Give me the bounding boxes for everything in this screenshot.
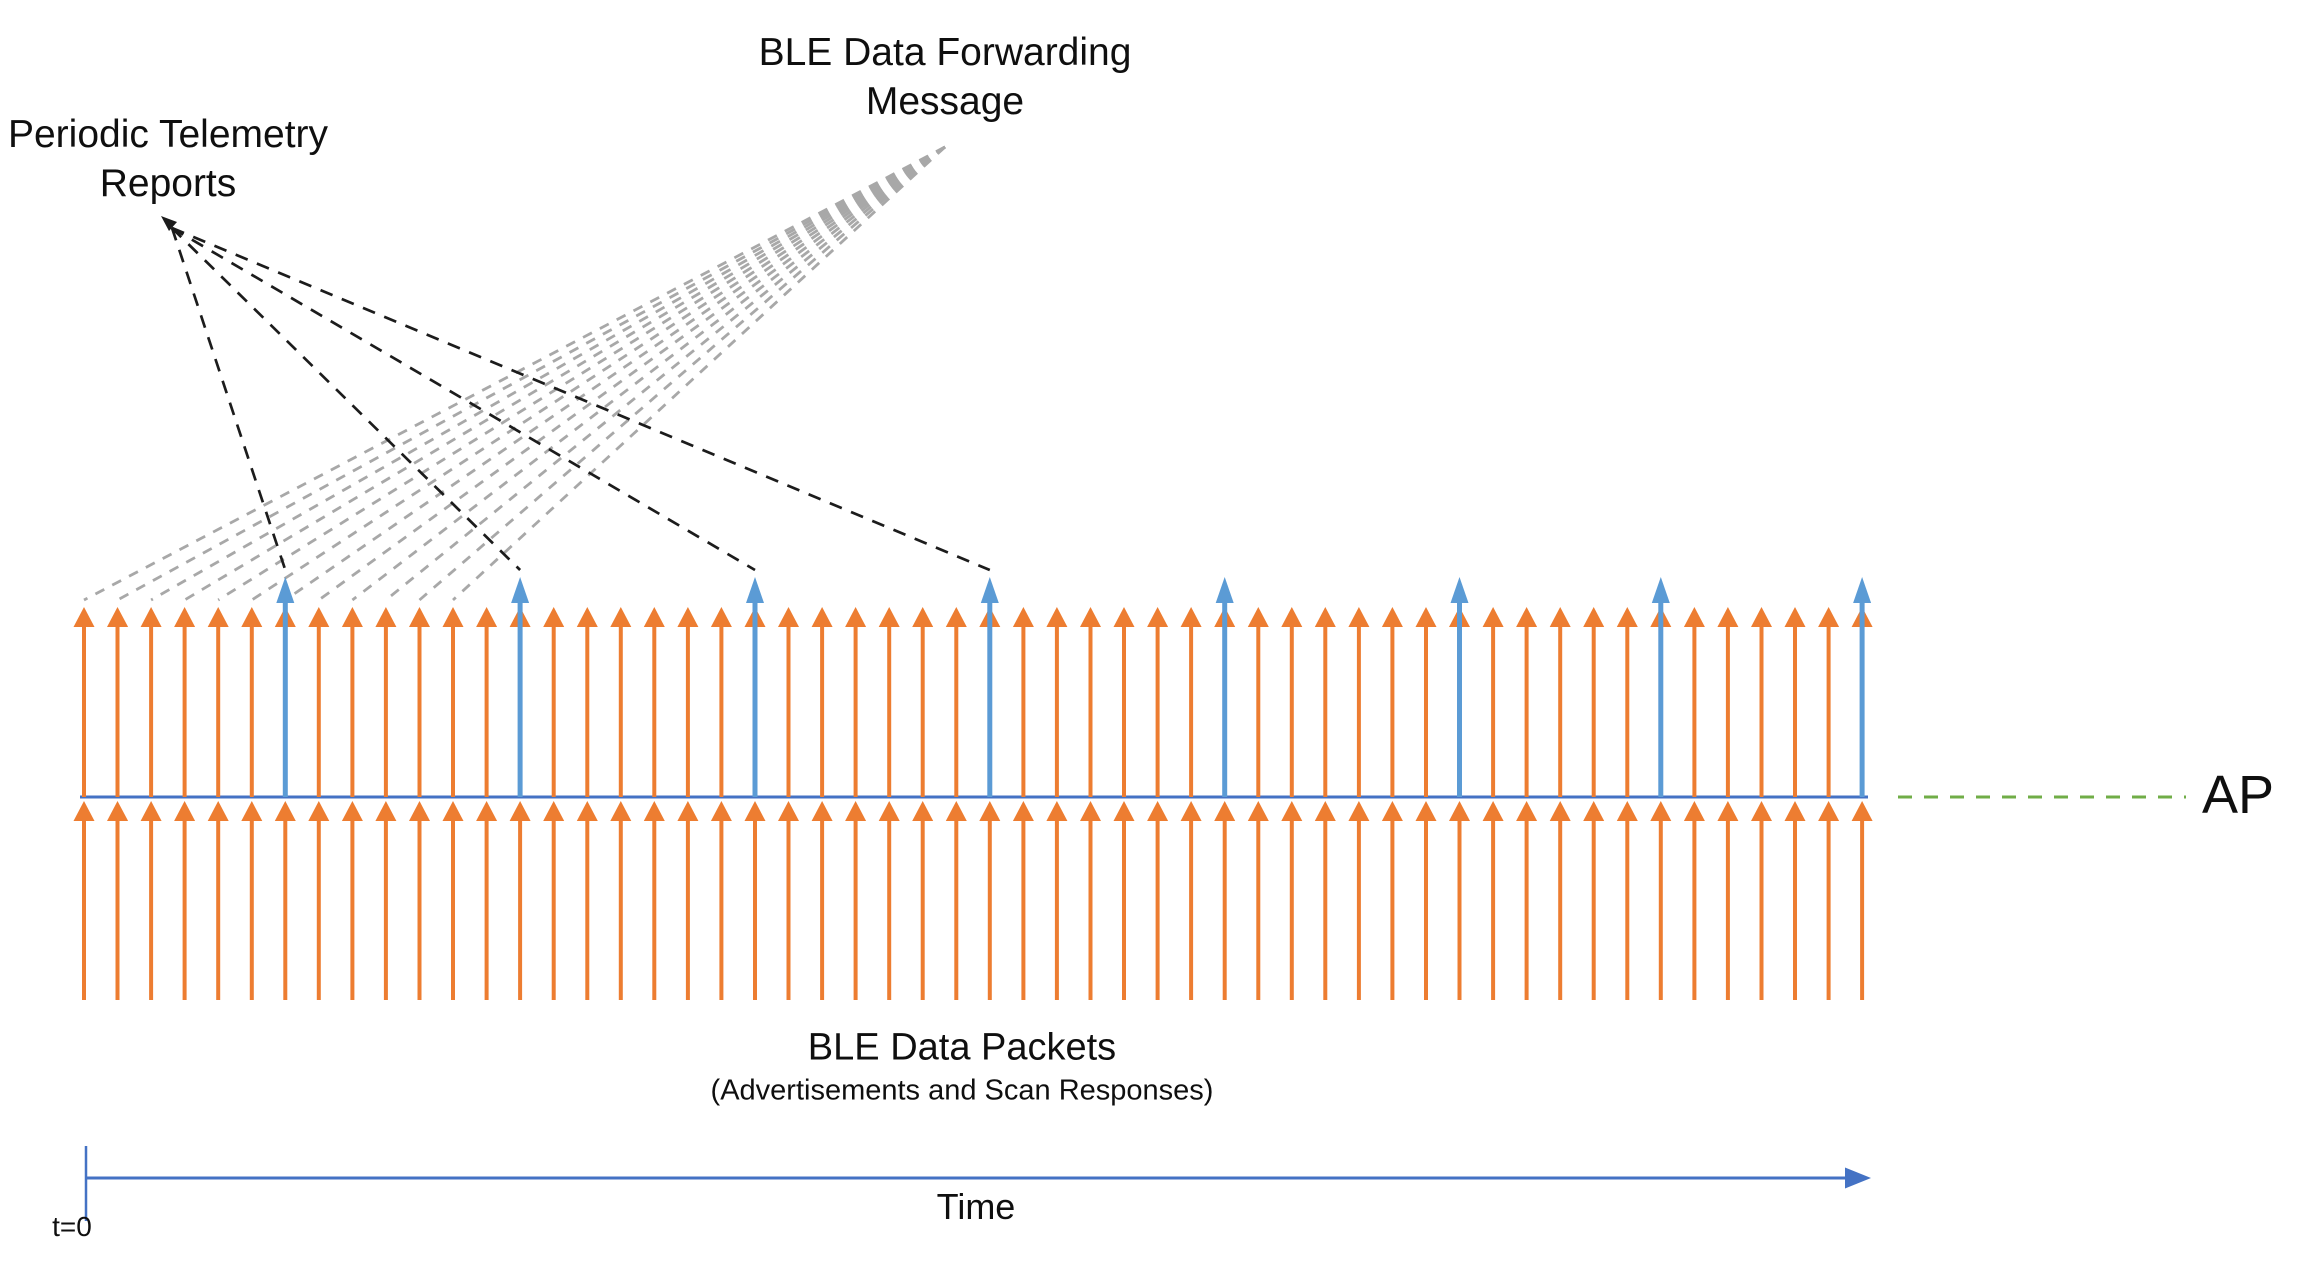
time-axis-label: Time: [936, 1186, 1016, 1227]
ble-data-packets-subtitle: (Advertisements and Scan Responses): [710, 1074, 1214, 1107]
ble-packet-arrows-lower: [73, 801, 1873, 1000]
ble-forwarding-label: BLE Data Forwarding Message: [759, 28, 1132, 126]
ble-packet-arrows-upper: [73, 607, 1873, 797]
ble-data-packets-label: BLE Data Packets: [807, 1026, 1117, 1069]
telemetry-callout-arrowhead: [161, 216, 177, 231]
telemetry-report-arrows: [276, 577, 1872, 797]
telemetry-callout-lines: [170, 226, 991, 572]
ble-forwarding-line1: BLE Data Forwarding: [758, 31, 1132, 74]
periodic-telemetry-line1: Periodic Telemetry: [7, 113, 329, 156]
ble-forwarding-line2: Message: [865, 80, 1025, 123]
forwarding-fan-lines: [83, 145, 946, 602]
time-origin-label: t=0: [52, 1211, 92, 1242]
time-axis-arrowhead: [1845, 1167, 1871, 1189]
ap-label: AP: [2201, 765, 2275, 825]
periodic-telemetry-line2: Reports: [99, 162, 237, 205]
time-axis: [84, 1146, 1871, 1221]
periodic-telemetry-label: Periodic Telemetry Reports: [8, 110, 328, 208]
